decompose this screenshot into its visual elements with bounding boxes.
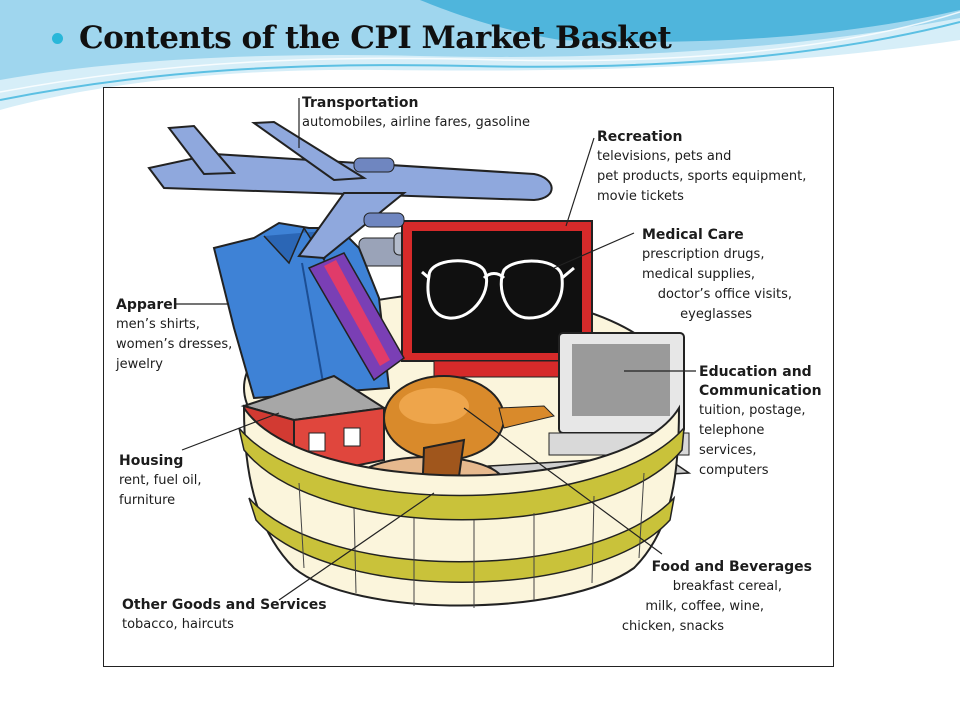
label-transportation-heading: Transportation bbox=[302, 95, 419, 111]
label-medical-care-heading: Medical Care bbox=[642, 227, 744, 243]
label-apparel: Apparel men’s shirts, women’s dresses, j… bbox=[116, 296, 232, 375]
label-housing: Housing rent, fuel oil, furniture bbox=[119, 452, 202, 511]
slide-title: Contents of the CPI Market Basket bbox=[79, 20, 672, 56]
label-education-line-2: telephone bbox=[699, 423, 765, 438]
diagram-art bbox=[147, 98, 696, 608]
label-recreation-line-1: televisions, pets and bbox=[597, 149, 732, 164]
label-other-line-1: tobacco, haircuts bbox=[122, 617, 234, 632]
label-education-heading: Education and bbox=[699, 364, 812, 380]
label-apparel-line-3: jewelry bbox=[116, 357, 163, 372]
label-housing-line-2: furniture bbox=[119, 493, 176, 508]
label-medical-care-line-2: medical supplies, bbox=[642, 267, 756, 282]
label-recreation-heading: Recreation bbox=[597, 129, 683, 145]
slide-title-row: Contents of the CPI Market Basket bbox=[52, 20, 672, 56]
label-education-line-3: services, bbox=[699, 443, 757, 458]
market-basket-diagram: Transportation automobiles, airline fare… bbox=[103, 87, 834, 667]
label-education-communication: Education and Communication tuition, pos… bbox=[699, 363, 822, 481]
label-medical-care-line-3: doctor’s office visits, bbox=[657, 287, 792, 302]
label-recreation-line-2: pet products, sports equipment, bbox=[597, 169, 807, 184]
label-medical-care-line-4: eyeglasses bbox=[680, 307, 752, 322]
leader-lines bbox=[174, 98, 696, 601]
label-transportation: Transportation automobiles, airline fare… bbox=[302, 94, 530, 133]
label-apparel-line-1: men’s shirts, bbox=[116, 317, 200, 332]
label-medical-care-line-1: prescription drugs, bbox=[642, 247, 765, 262]
label-transportation-line-1: automobiles, airline fares, gasoline bbox=[302, 115, 530, 130]
label-education-line-4: computers bbox=[699, 463, 769, 478]
label-education-line-1: tuition, postage, bbox=[699, 403, 806, 418]
eyeglasses-icon bbox=[421, 259, 575, 320]
bullet-icon bbox=[52, 32, 63, 44]
label-housing-heading: Housing bbox=[119, 453, 184, 469]
label-food-line-2: milk, coffee, wine, bbox=[645, 599, 764, 614]
basket-icon bbox=[238, 404, 685, 608]
label-recreation-line-3: movie tickets bbox=[597, 189, 684, 204]
necktie-icon bbox=[307, 252, 405, 382]
label-education-heading-2: Communication bbox=[699, 383, 822, 399]
label-food-beverages: Food and Beverages breakfast cereal, mil… bbox=[612, 558, 812, 637]
airplane-icon bbox=[147, 120, 553, 260]
label-apparel-line-2: women’s dresses, bbox=[116, 337, 233, 352]
label-food-line-1: breakfast cereal, bbox=[672, 579, 782, 594]
header-wave-decoration bbox=[0, 0, 960, 110]
roast-chicken-icon bbox=[383, 375, 555, 461]
label-other-heading: Other Goods and Services bbox=[122, 597, 327, 613]
label-recreation: Recreation televisions, pets and pet pro… bbox=[597, 128, 806, 207]
label-other-goods: Other Goods and Services tobacco, haircu… bbox=[122, 596, 327, 635]
label-food-line-3: chicken, snacks bbox=[621, 619, 724, 634]
label-food-heading: Food and Beverages bbox=[651, 559, 812, 575]
label-housing-line-1: rent, fuel oil, bbox=[119, 473, 202, 488]
label-apparel-heading: Apparel bbox=[116, 297, 178, 313]
label-medical-care: Medical Care prescription drugs, medical… bbox=[642, 226, 792, 325]
